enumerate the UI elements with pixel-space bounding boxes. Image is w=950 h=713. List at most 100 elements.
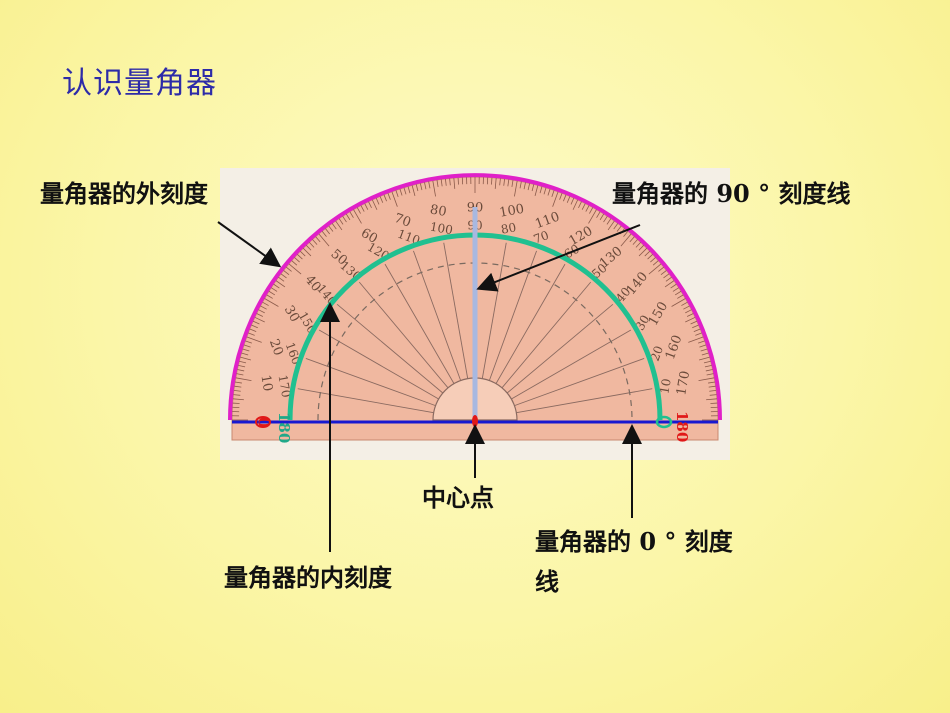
tick-mark — [709, 394, 717, 396]
tick-mark — [709, 389, 717, 392]
tick-mark — [246, 336, 262, 343]
tick-mark — [407, 186, 411, 194]
tick-mark — [620, 233, 632, 247]
tick-mark — [262, 301, 269, 306]
tick-mark — [494, 177, 497, 189]
tick-mark — [278, 276, 285, 282]
tick-mark — [308, 242, 315, 248]
tick-mark — [273, 283, 280, 289]
tick-mark — [395, 190, 399, 197]
radial-line — [481, 242, 507, 379]
tick-mark — [285, 266, 292, 272]
tick-mark — [503, 178, 506, 186]
tick-mark — [677, 294, 684, 299]
tick-mark — [650, 257, 656, 263]
inner-scale-number: 70 — [532, 228, 551, 246]
tick-mark — [507, 179, 510, 187]
tick-mark — [700, 348, 708, 352]
tick-mark — [599, 213, 605, 221]
tick-mark — [345, 213, 351, 221]
tick-mark — [685, 316, 696, 323]
tick-mark — [247, 332, 255, 336]
tick-mark — [695, 332, 703, 336]
tick-mark — [531, 184, 535, 192]
tick-mark — [270, 287, 278, 292]
tick-mark — [305, 244, 312, 251]
inner-scale-number: 20 — [648, 344, 666, 363]
tick-mark — [440, 179, 443, 187]
label-ninety-line: 量角器的 90 ° 刻度线 — [612, 179, 851, 208]
tick-mark — [632, 239, 638, 245]
tick-mark — [581, 203, 586, 210]
tick-mark — [698, 356, 710, 361]
tick-mark — [705, 369, 713, 372]
label-outer-scale: 量角器的外刻度 — [40, 179, 208, 208]
radial-line — [305, 358, 436, 407]
tick-mark — [379, 196, 384, 203]
tick-mark — [551, 190, 555, 197]
tick-mark — [360, 205, 365, 212]
tick-mark — [613, 223, 619, 230]
tick-mark — [453, 177, 456, 189]
tick-mark — [647, 253, 653, 260]
tick-mark — [235, 377, 252, 381]
tick-mark — [692, 324, 699, 329]
tick-mark — [328, 225, 334, 232]
outer-scale-number: 170 — [674, 370, 693, 397]
tick-mark — [539, 186, 543, 194]
tick-mark — [511, 179, 514, 187]
tick-mark — [674, 290, 682, 296]
tick-mark — [708, 381, 716, 384]
outer-scale-number: 80 — [429, 202, 448, 220]
radial-line — [506, 303, 614, 394]
center-point-marker — [472, 415, 478, 427]
tick-mark — [585, 205, 590, 212]
tick-mark — [331, 223, 337, 230]
tick-mark — [256, 313, 264, 317]
tick-mark — [258, 309, 265, 314]
tick-mark — [266, 294, 273, 299]
tick-mark — [288, 263, 302, 275]
tick-mark — [245, 340, 252, 344]
tick-mark — [411, 185, 416, 197]
tick-mark — [698, 340, 705, 344]
tick-mark — [294, 257, 300, 263]
tick-mark — [283, 270, 290, 276]
tick-mark — [291, 260, 298, 266]
tick-mark — [233, 389, 241, 392]
tick-mark — [232, 398, 244, 401]
tick-mark — [552, 191, 559, 207]
outer-scale-number: 30 — [281, 303, 302, 325]
tick-mark — [596, 211, 601, 218]
tick-mark — [249, 328, 257, 332]
radial-line — [514, 358, 645, 407]
tick-mark — [703, 360, 711, 364]
radial-line — [336, 303, 444, 394]
label-zero-line-line2: 线 — [535, 567, 559, 596]
tick-mark — [547, 188, 551, 196]
tick-mark — [563, 194, 567, 202]
label-inner-scale: 量角器的内刻度 — [224, 563, 392, 592]
tick-mark — [424, 182, 427, 190]
tick-mark — [671, 298, 686, 307]
tick-mark — [706, 373, 714, 376]
outer-scale-arc — [228, 173, 722, 421]
tick-mark — [315, 236, 321, 243]
tick-mark — [280, 273, 287, 279]
tick-mark — [658, 266, 665, 272]
radial-line — [495, 263, 566, 384]
protractor-ticks — [232, 177, 718, 421]
radial-line — [443, 242, 469, 379]
tick-mark — [237, 369, 245, 372]
tick-mark — [644, 250, 651, 257]
tick-mark — [635, 242, 642, 248]
tick-mark — [652, 260, 659, 266]
tick-mark — [629, 236, 635, 243]
outer-scale-number: 70 — [392, 211, 413, 231]
tick-mark — [589, 207, 594, 214]
inner-scale-number: 170 — [276, 374, 294, 399]
tick-mark — [302, 247, 312, 257]
tick-mark — [387, 192, 391, 200]
tick-mark — [606, 218, 612, 225]
tick-mark — [664, 280, 675, 288]
